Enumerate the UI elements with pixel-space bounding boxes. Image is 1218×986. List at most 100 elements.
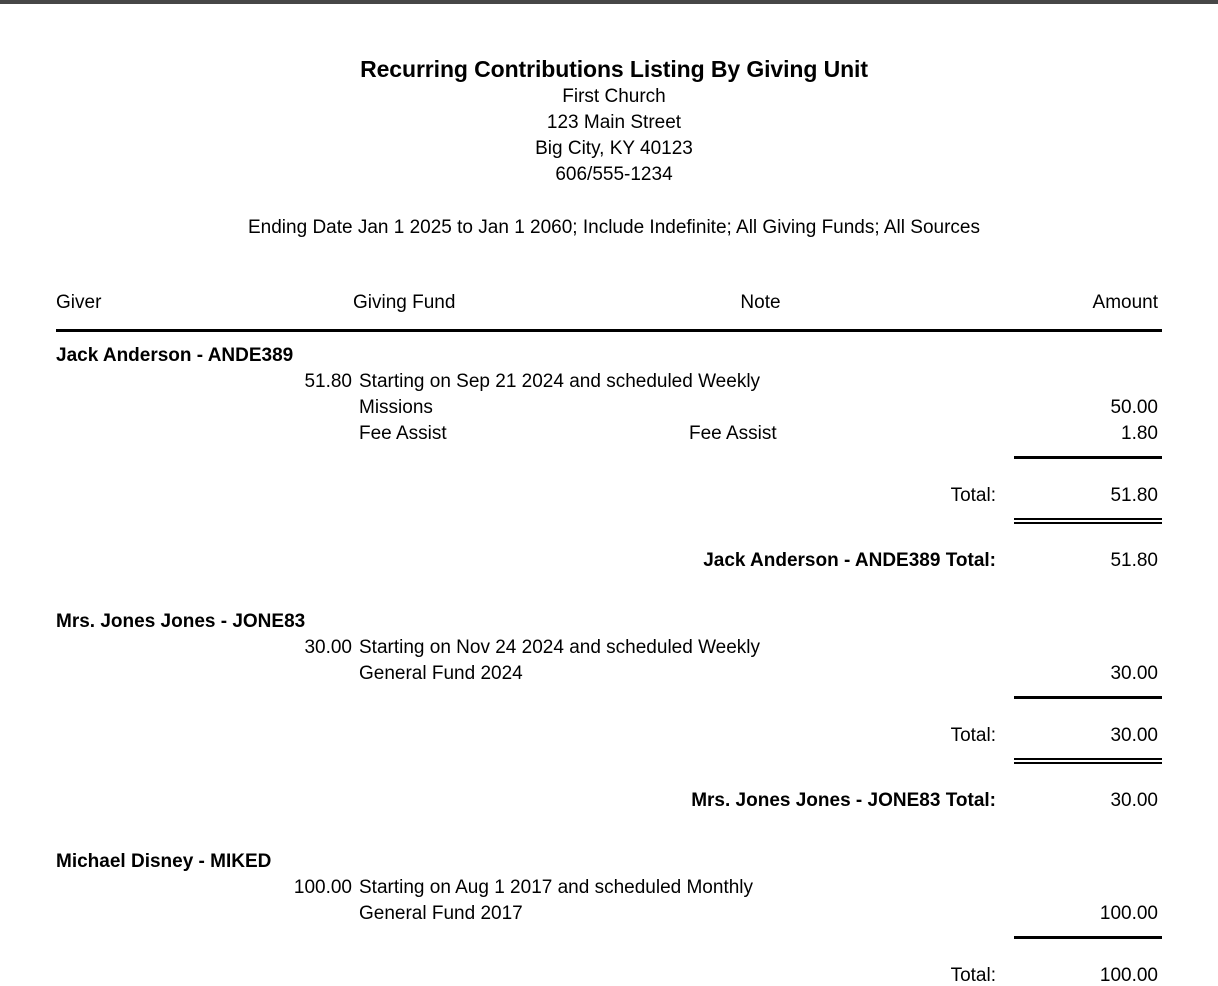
column-header-note: Note [740,292,781,313]
grand-total-rule-cell [1010,509,1162,524]
detail-giving-fund: General Fund 2024 [359,663,523,684]
giver-grand-total-label: Jack Anderson - ANDE389 Total: [703,550,996,571]
detail-amount: 1.80 [1121,423,1158,444]
subtotal-rule [1014,456,1162,459]
subtotal-rule-row [56,927,1162,939]
subtotal-row: Total: 30.00 [56,723,1162,749]
detail-note: Fee Assist [689,423,777,444]
subtotal-label: Total: [950,965,996,986]
grand-total-gap-cell [56,764,1162,788]
schedule-spacer [56,875,290,901]
schedule-amount: 51.80 [304,371,352,392]
subtotal-rule-spacer [56,687,1010,699]
schedule-description: Starting on Aug 1 2017 and scheduled Mon… [359,877,754,898]
recurring-contributions-table: Giver Giving Fund Note Amount Jack Ander… [56,291,1162,986]
schedule-row: 100.00 Starting on Aug 1 2017 and schedul… [56,875,1162,901]
column-header-giving-fund: Giving Fund [353,292,456,313]
subtotal-rule-cell [1010,927,1162,939]
organization-city-state-zip: Big City, KY 40123 [535,138,693,159]
giver-name: Mrs. Jones Jones - JONE83 [56,611,306,632]
detail-spacer [56,901,352,927]
subtotal-rule-cell [1010,687,1162,699]
schedule-spacer [56,635,290,661]
giver-group-header: Michael Disney - MIKED [56,838,1162,875]
column-header-giver: Giver [56,292,102,313]
giver-grand-total-row: Mrs. Jones Jones - JONE83 Total: 30.00 [56,788,1162,814]
schedule-spacer [56,369,290,395]
grand-total-rule-row [56,509,1162,524]
detail-giving-fund: General Fund 2017 [359,903,523,924]
detail-note [641,901,1010,927]
column-header-row: Giver Giving Fund Note Amount [56,291,1162,329]
schedule-description: Starting on Sep 21 2024 and scheduled We… [359,371,761,392]
group-gap-cell [56,574,1162,598]
schedule-amount: 30.00 [304,637,352,658]
giver-grand-total-label: Mrs. Jones Jones - JONE83 Total: [691,790,996,811]
detail-spacer [56,395,352,421]
subtotal-rule-row [56,687,1162,699]
detail-spacer [56,661,352,687]
schedule-row: 30.00 Starting on Nov 24 2024 and schedul… [56,635,1162,661]
subtotal-label: Total: [950,725,996,746]
schedule-amount: 100.00 [293,877,352,898]
grand-total-gap-cell [56,524,1162,548]
subtotal-rule-spacer [56,447,1010,459]
subtotal-amount: 51.80 [1110,485,1158,506]
group-gap-cell [56,814,1162,838]
subtotal-rule-row [56,447,1162,459]
detail-note [641,395,1010,421]
subtotal-rule-spacer [56,927,1010,939]
subtotal-label: Total: [950,485,996,506]
organization-street: 123 Main Street [546,112,682,133]
subtotal-amount: 100.00 [1099,965,1158,986]
subtotal-row: Total: 51.80 [56,483,1162,509]
grand-total-gap [56,524,1162,548]
report-header: Recurring Contributions Listing By Givin… [0,4,1218,241]
detail-row: General Fund 2017 100.00 [56,901,1162,927]
schedule-description: Starting on Nov 24 2024 and scheduled We… [359,637,761,658]
detail-note [641,661,1010,687]
subtotal-gap-cell [56,699,1162,723]
grand-total-rule [1014,518,1162,524]
report-content: Recurring Contributions Listing By Givin… [0,4,1218,986]
giver-group-header: Mrs. Jones Jones - JONE83 [56,598,1162,635]
subtotal-gap [56,699,1162,723]
detail-spacer [56,421,352,447]
group-gap [56,814,1162,838]
report-title: Recurring Contributions Listing By Givin… [360,56,868,82]
giver-name: Michael Disney - MIKED [56,851,272,872]
subtotal-gap [56,939,1162,963]
subtotal-rule [1014,936,1162,939]
schedule-row: 51.80 Starting on Sep 21 2024 and schedul… [56,369,1162,395]
subtotal-row: Total: 100.00 [56,963,1162,986]
grand-total-rule [1014,758,1162,764]
report-table-wrap: Giver Giving Fund Note Amount Jack Ander… [0,291,1218,986]
giver-group-header: Jack Anderson - ANDE389 [56,332,1162,369]
detail-amount: 30.00 [1110,663,1158,684]
subtotal-rule-cell [1010,447,1162,459]
detail-row: General Fund 2024 30.00 [56,661,1162,687]
grand-total-rule-spacer [56,509,1010,524]
report-criteria: Ending Date Jan 1 2025 to Jan 1 2060; In… [248,217,980,238]
organization-phone: 606/555-1234 [555,164,673,185]
detail-row: Fee Assist Fee Assist 1.80 [56,421,1162,447]
table-head: Giver Giving Fund Note Amount [56,291,1162,332]
header-rule-cell [56,329,1162,332]
detail-amount: 100.00 [1099,903,1158,924]
subtotal-gap [56,459,1162,483]
header-rule [56,329,1162,332]
organization-name: First Church [562,86,666,107]
grand-total-rule-row [56,749,1162,764]
subtotal-amount: 30.00 [1110,725,1158,746]
subtotal-gap-cell [56,459,1162,483]
grand-total-gap [56,764,1162,788]
giver-grand-total-amount: 30.00 [1110,790,1158,811]
giver-name: Jack Anderson - ANDE389 [56,345,294,366]
column-header-amount: Amount [1092,292,1158,313]
detail-giving-fund: Missions [359,397,433,418]
giver-grand-total-amount: 51.80 [1110,550,1158,571]
group-gap [56,574,1162,598]
detail-giving-fund: Fee Assist [359,423,447,444]
